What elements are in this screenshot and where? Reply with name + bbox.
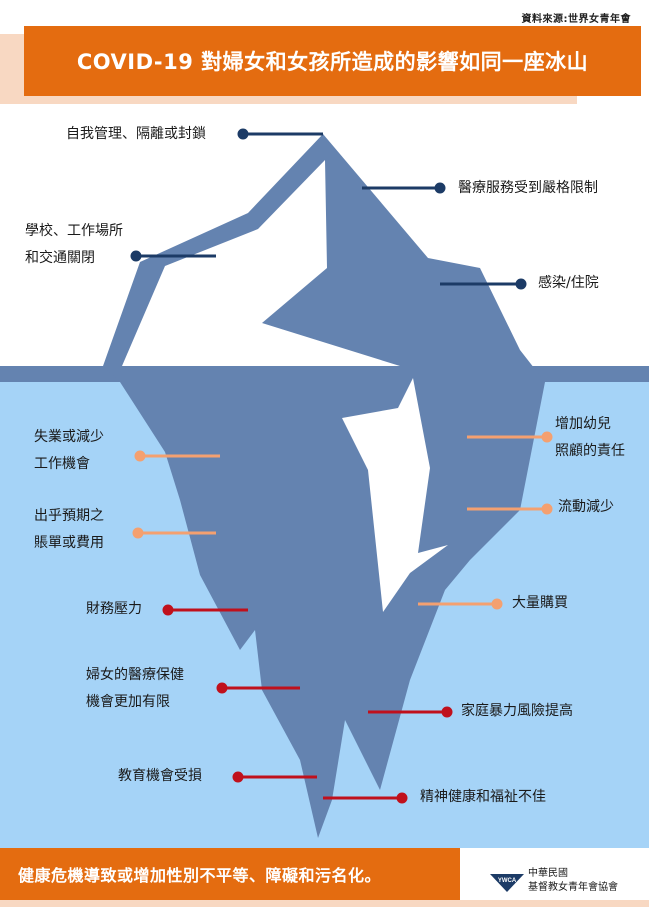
connector-dot-childcare	[541, 431, 553, 443]
connector-dot-unexpected-bills	[132, 527, 144, 539]
label-self-management: 自我管理、隔離或封鎖	[66, 126, 206, 142]
ice-highlight-top	[122, 160, 400, 366]
label-mobility: 流動減少	[558, 499, 614, 515]
connector-dot-medical-services	[434, 182, 446, 194]
ywca-logo: YWCA	[490, 874, 524, 892]
footer-strip	[0, 900, 649, 907]
label-financial-stress: 財務壓力	[86, 601, 142, 617]
label-infection: 感染/住院	[538, 275, 599, 291]
connector-dot-domestic-violence	[441, 706, 453, 718]
label-childcare-2: 照顧的責任	[555, 443, 625, 459]
label-school-closure-1: 學校、工作場所	[25, 223, 123, 239]
footer-banner: 健康危機導致或增加性別不平等、障礙和污名化。	[0, 848, 460, 900]
label-mental-health: 精神健康和福祉不佳	[420, 789, 546, 805]
label-healthcare-access-1: 婦女的醫療保健	[86, 667, 184, 683]
label-unemployment-1: 失業或減少	[34, 429, 104, 445]
label-unexpected-bills-1: 出乎預期之	[34, 508, 104, 524]
ice-highlight-bottom	[342, 378, 448, 612]
connector-dot-self-management	[237, 128, 249, 140]
connector-dot-bulk-buying	[491, 598, 503, 610]
org-name-line1: 中華民國	[528, 868, 568, 879]
label-healthcare-access-2: 機會更加有限	[86, 694, 170, 710]
connector-dot-education	[232, 771, 244, 783]
connector-dot-unemployment	[134, 450, 146, 462]
connector-dot-infection	[515, 278, 527, 290]
connector-dot-school-closure	[130, 250, 142, 262]
source-note: 資料來源:世界女青年會	[521, 14, 631, 25]
page-title: COVID-19 對婦女和女孩所造成的影響如同一座冰山	[76, 50, 589, 74]
label-unemployment-2: 工作機會	[34, 456, 90, 472]
connector-dot-mobility	[541, 503, 553, 515]
label-bulk-buying: 大量購買	[512, 595, 568, 611]
connector-dot-mental-health	[396, 792, 408, 804]
label-education: 教育機會受損	[118, 768, 202, 784]
ywca-logo-text: YWCA	[498, 878, 517, 884]
label-childcare-1: 增加幼兒	[555, 416, 611, 432]
label-medical-services: 醫療服務受到嚴格限制	[458, 180, 598, 196]
label-unexpected-bills-2: 賬單或費用	[34, 535, 104, 551]
label-domestic-violence: 家庭暴力風險提高	[461, 703, 573, 719]
footer-message: 健康危機導致或增加性別不平等、障礙和污名化。	[18, 866, 382, 885]
org-name: 中華民國 基督教女青年會協會	[528, 867, 618, 895]
connector-dot-healthcare-access	[216, 682, 228, 694]
connector-dot-financial-stress	[162, 604, 174, 616]
header-banner: COVID-19 對婦女和女孩所造成的影響如同一座冰山	[24, 26, 641, 96]
label-school-closure-2: 和交通關閉	[25, 250, 95, 266]
org-name-line2: 基督教女青年會協會	[528, 882, 618, 893]
